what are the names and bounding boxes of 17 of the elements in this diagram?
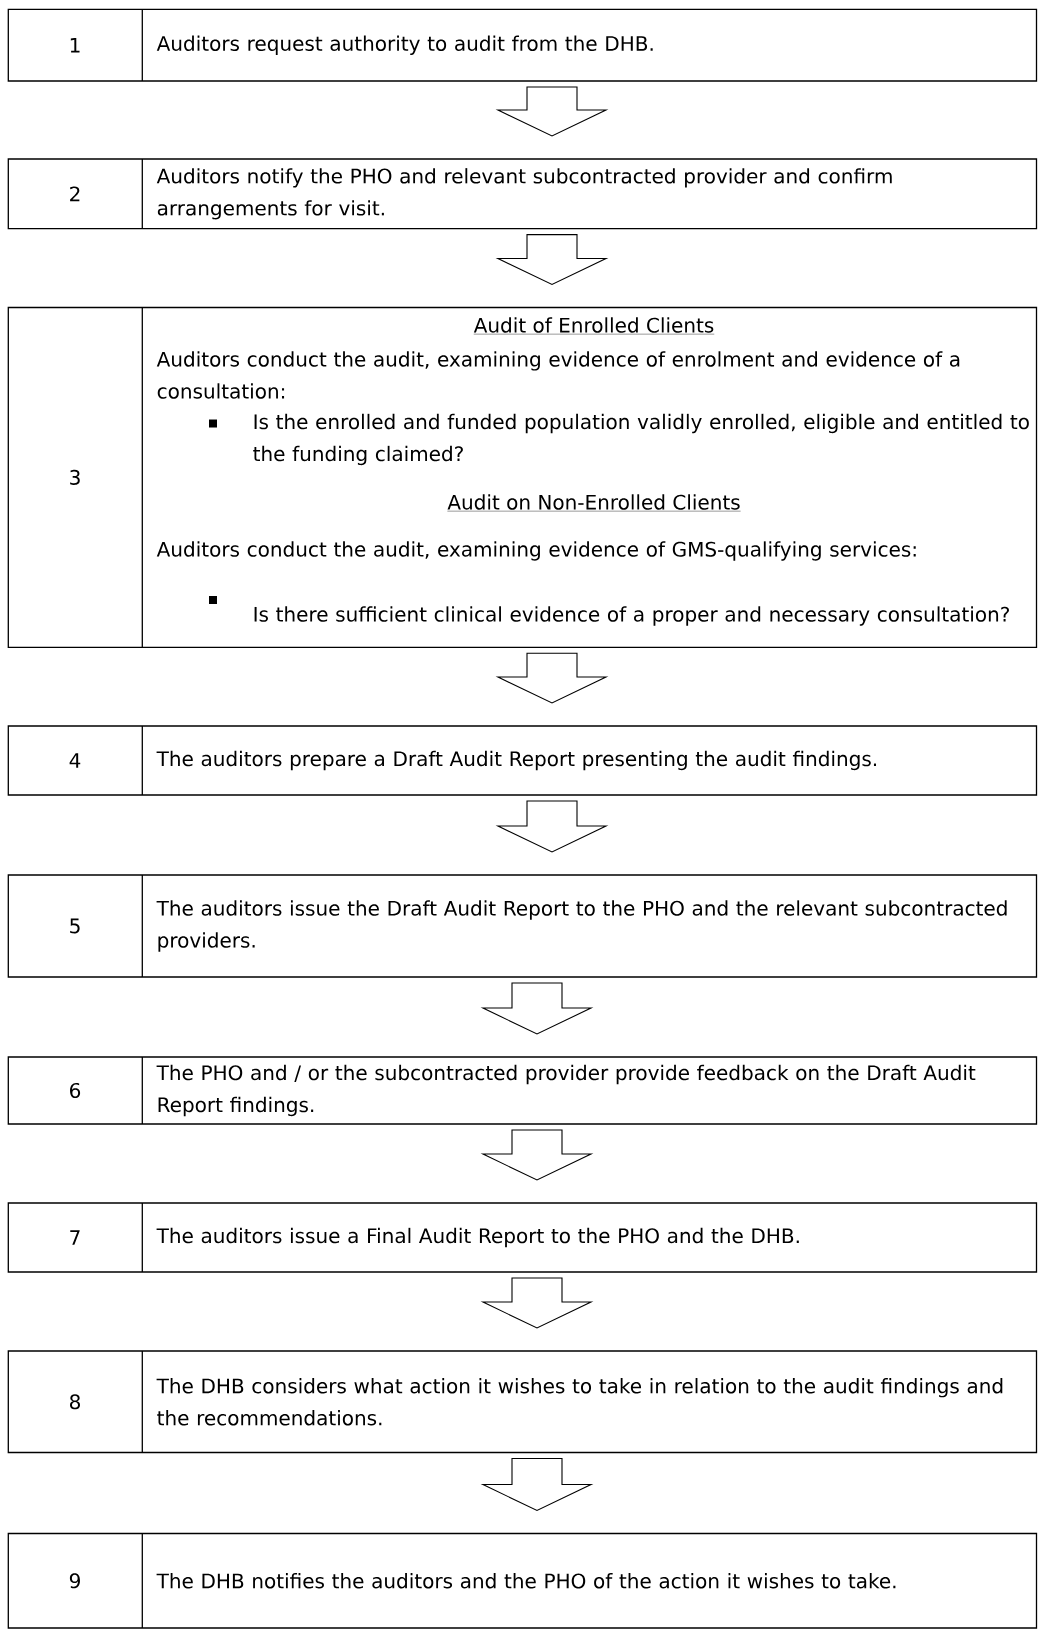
block-arrow <box>495 652 609 704</box>
step-box: 8 The DHB considers what action it wishes to take in relation to the audit findings and the recommendations. <box>7 1350 1038 1454</box>
step-box: 7 The auditors issue a Final Audit Report to the PHO and the DHB. <box>7 1202 1038 1273</box>
step-box: 5 The auditors issue the Draft Audit Report to the PHO and the relevant subcontracted providers. <box>7 874 1038 978</box>
step-box: 6 The PHO and / or the subcontracted provider provide feedback on the Draft Audit Report findings. <box>7 1056 1038 1125</box>
step-box: 4 The auditors prepare a Draft Audit Report presenting the audit findings. <box>7 725 1038 796</box>
step-box: 3 Audit of Enrolled Clients Auditors conduct the audit, examining evidence of enrolment and evidence of a consultation: Is the enrolled and funded population validly enrolled, eligible and entitled to the funding claimed? Audit on Non-Enrolled Clients Auditors conduct the audit, examining evidence of GMS-qualifying services: Is there sufficient clinical evidence of a proper and necessary consultation? <box>7 306 1038 648</box>
block-arrow <box>480 1457 594 1512</box>
block-arrow <box>480 1277 594 1329</box>
block-arrow <box>495 86 609 137</box>
block-arrow <box>495 234 609 286</box>
step-box: 9 The DHB notifies the auditors and the PHO of the action it wishes to take. <box>7 1532 1038 1629</box>
step-box: 1 Auditors request authority to audit from the DHB. <box>7 8 1038 82</box>
step-box: 2 Auditors notify the PHO and relevant subcontracted provider and confirm arrangements for visit. <box>7 158 1038 230</box>
block-arrow <box>495 800 609 853</box>
block-arrow <box>480 1129 594 1181</box>
block-arrow <box>480 982 594 1035</box>
